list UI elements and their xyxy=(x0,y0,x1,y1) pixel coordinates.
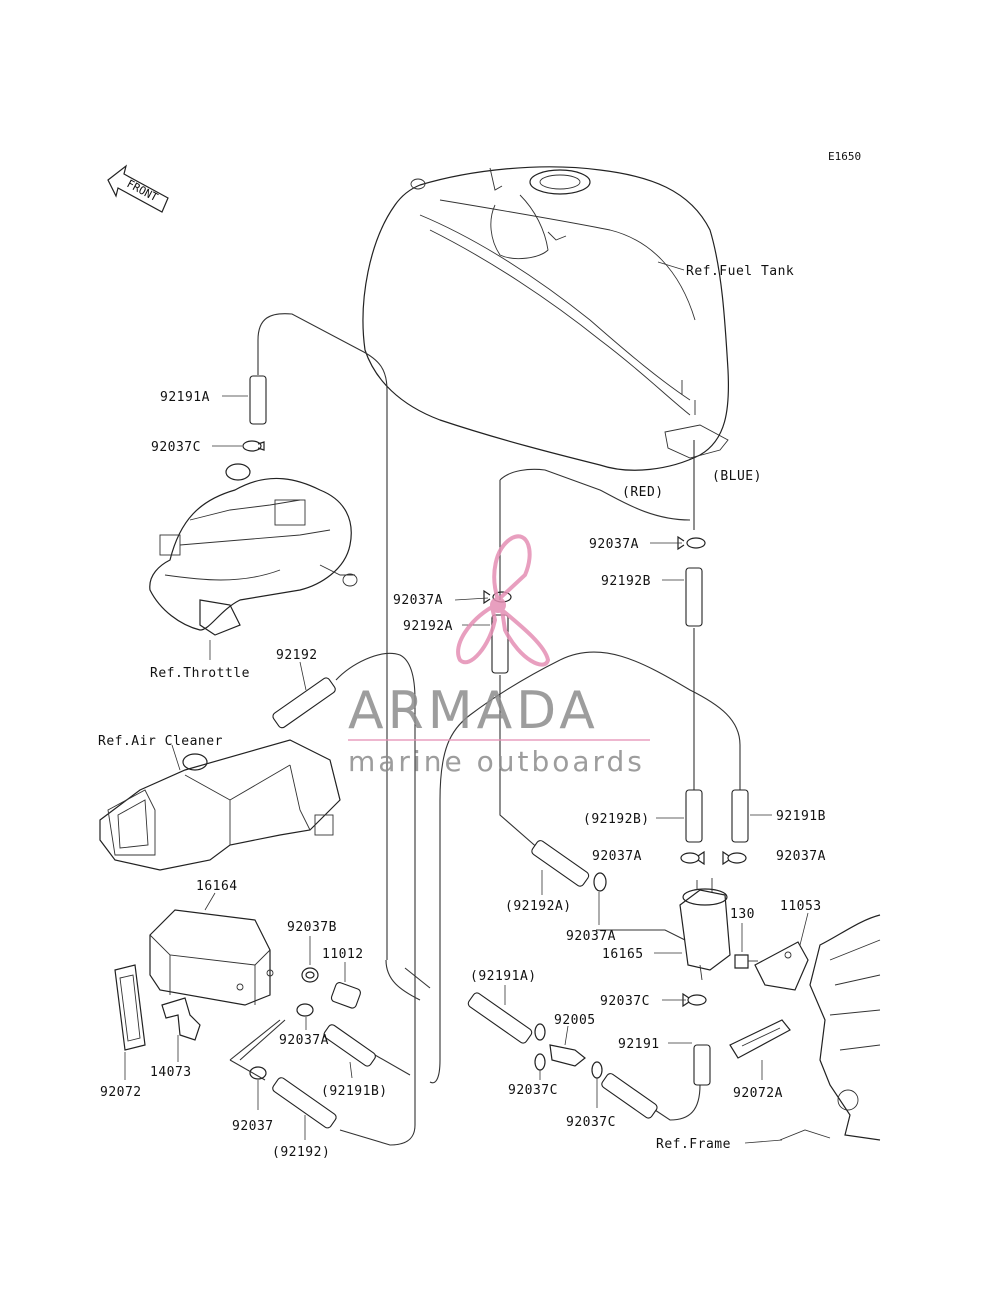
label-blue: (BLUE) xyxy=(712,469,762,484)
label-92037C-bottom2: 92037C xyxy=(566,1115,616,1130)
label-11053: 11053 xyxy=(780,899,822,914)
air-cleaner xyxy=(99,739,341,871)
watermark: ARMADA marine outboards xyxy=(348,534,650,778)
hose-92191B-lower xyxy=(323,1024,376,1067)
strap-92072A xyxy=(729,1019,791,1059)
label-92192A: 92192A xyxy=(403,619,453,634)
hose-92192 xyxy=(272,677,336,729)
label-92192B-paren: (92192B) xyxy=(583,812,650,827)
fuel-tank xyxy=(362,166,729,471)
strap-92072 xyxy=(114,964,146,1051)
label-air-cleaner: Ref.Air Cleaner xyxy=(98,734,223,749)
hose-92192B-lower xyxy=(685,789,703,843)
label-92037: 92037 xyxy=(232,1119,274,1134)
part-11012 xyxy=(330,982,361,1009)
hose-92191B xyxy=(731,789,749,843)
label-92037C-top: 92037C xyxy=(151,440,201,455)
label-92005: 92005 xyxy=(554,1013,596,1028)
hose-92192B xyxy=(685,567,703,627)
label-92037B: 92037B xyxy=(287,920,337,935)
label-92037A-low: 92037A xyxy=(566,929,616,944)
label-14073: 14073 xyxy=(150,1065,192,1080)
hose-92191 xyxy=(693,1044,711,1086)
label-92037A-right2: 92037A xyxy=(776,849,826,864)
bolt-130 xyxy=(734,954,758,969)
canister xyxy=(149,909,274,1006)
diagram-code: E1650 xyxy=(828,150,861,163)
watermark-title: ARMADA xyxy=(348,681,599,741)
label-92192-top: 92192 xyxy=(276,648,318,663)
frame xyxy=(779,914,881,1141)
label-92037A-bottom-left: 92037A xyxy=(279,1033,329,1048)
label-11012: 11012 xyxy=(322,947,364,962)
label-red: (RED) xyxy=(622,485,664,500)
label-16164: 16164 xyxy=(196,879,238,894)
hose-92191-lower xyxy=(601,1073,658,1119)
fuel-filter xyxy=(679,878,731,981)
front-arrow-label: FRONT xyxy=(125,177,161,204)
label-fuel-tank: Ref.Fuel Tank xyxy=(686,264,794,279)
label-92037A-left: 92037A xyxy=(592,849,642,864)
label-16165: 16165 xyxy=(602,947,644,962)
label-92037A-right1: 92037A xyxy=(589,537,639,552)
label-92192A-paren: (92192A) xyxy=(505,899,572,914)
throttle-body xyxy=(149,463,358,636)
watermark-subtitle: marine outboards xyxy=(348,745,645,778)
label-92191A-paren: (92191A) xyxy=(470,969,537,984)
label-92191B-paren: (92191B) xyxy=(321,1084,388,1099)
label-92192-paren: (92192) xyxy=(272,1145,330,1160)
hose-92192A-lower xyxy=(531,840,590,887)
label-92192B: 92192B xyxy=(601,574,651,589)
label-130: 130 xyxy=(730,907,755,922)
label-92037C-right: 92037C xyxy=(600,994,650,1009)
label-92191A: 92191A xyxy=(160,390,210,405)
label-92072: 92072 xyxy=(100,1085,142,1100)
label-92037C-bottom1: 92037C xyxy=(508,1083,558,1098)
label-frame: Ref.Frame xyxy=(656,1137,731,1152)
label-92072A: 92072A xyxy=(733,1086,783,1101)
bracket-11053 xyxy=(754,941,809,991)
label-92191: 92191 xyxy=(618,1037,660,1052)
hose-92191A xyxy=(249,375,267,425)
joint-92005 xyxy=(549,1044,586,1067)
label-92037A-center: 92037A xyxy=(393,593,443,608)
bracket-14073 xyxy=(161,997,201,1041)
propeller-icon xyxy=(456,534,551,667)
front-arrow-icon: FRONT xyxy=(107,164,169,213)
hose-92191A-lower xyxy=(467,992,533,1044)
label-throttle: Ref.Throttle xyxy=(150,666,250,681)
hose-92192-lower xyxy=(272,1077,337,1129)
label-92191B: 92191B xyxy=(776,809,826,824)
